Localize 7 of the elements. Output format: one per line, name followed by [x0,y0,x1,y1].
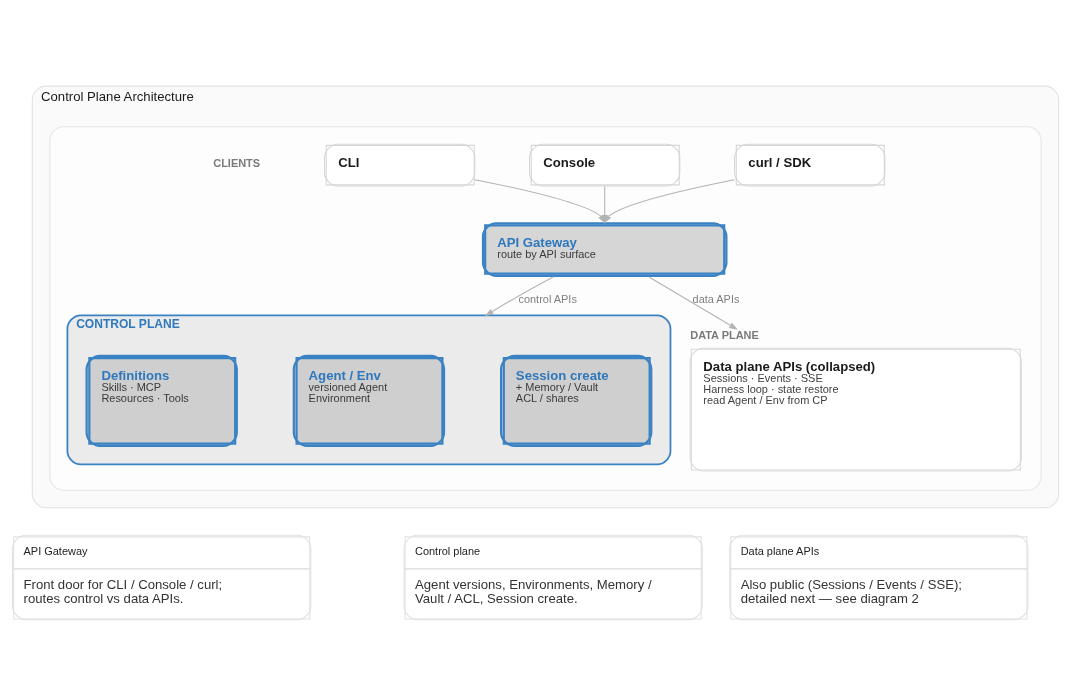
node-label: DATA PLANE [690,328,759,341]
edge-label: control APIs [518,292,577,305]
cluster [49,125,1042,491]
arrow [648,275,738,330]
arrow [484,275,554,316]
label: CLIENTS [213,156,261,169]
edge-label: data APIs [692,292,740,305]
